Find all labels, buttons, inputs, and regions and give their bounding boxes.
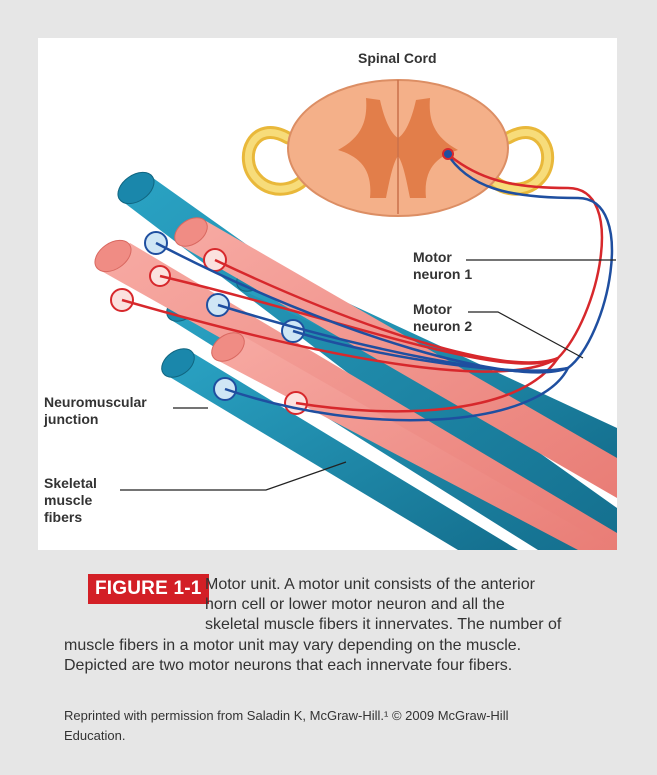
caption-line: skeletal muscle fibers it innervates. Th…	[205, 615, 561, 635]
caption-line: horn cell or lower motor neuron and all …	[205, 595, 505, 615]
credit-line: Reprinted with permission from Saladin K…	[64, 706, 564, 746]
caption-line: muscle fibers in a motor unit may vary d…	[64, 636, 521, 656]
caption-line: Depicted are two motor neurons that each…	[64, 656, 512, 676]
figure-number-badge: FIGURE 1-1	[88, 574, 209, 604]
caption-line: Motor unit. A motor unit consists of the…	[205, 575, 535, 595]
